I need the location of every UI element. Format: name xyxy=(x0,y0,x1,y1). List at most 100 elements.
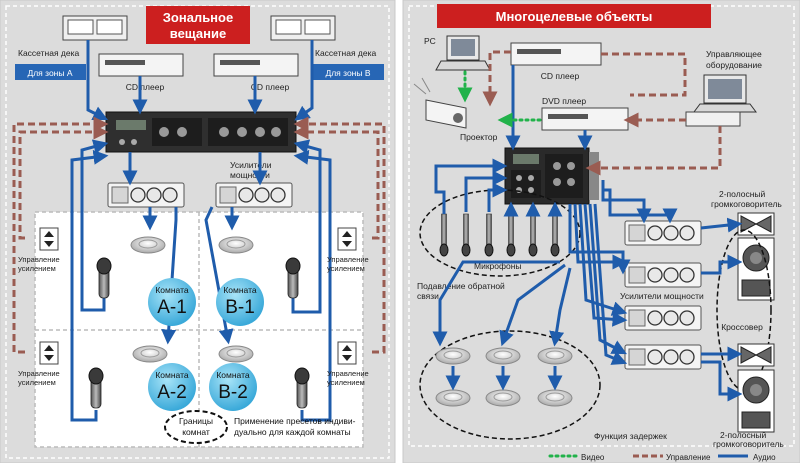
dvd-player xyxy=(541,107,629,131)
room-b2-code: B-2 xyxy=(218,382,248,403)
speaker-bottom-label-line2: громкоговоритель xyxy=(713,439,784,449)
mic-6-icon xyxy=(550,213,560,257)
zonal-title-line1: Зональное xyxy=(163,10,233,25)
zonal-title-box xyxy=(146,6,250,44)
pc-icon xyxy=(435,35,491,71)
gain-control-b2[interactable] xyxy=(337,341,357,365)
speaker-top-label-line2: громкоговоритель xyxy=(711,199,782,209)
woofer-speaker-top xyxy=(737,237,775,301)
laptop-icon xyxy=(693,74,757,113)
delay-speaker-5 xyxy=(485,389,521,407)
room-badge-a2: Комната A-2 xyxy=(148,363,196,411)
gain-a1-label-line1: Управление xyxy=(18,255,60,264)
room-b1-word: Комната xyxy=(223,285,257,295)
room-badge-b2: Комната B-2 xyxy=(209,363,257,411)
horn-speaker-bottom xyxy=(737,343,775,367)
amps-multi-label: Усилители мощности xyxy=(620,291,704,301)
gain-control-a1[interactable] xyxy=(39,227,59,251)
cd-player-multi xyxy=(510,42,602,66)
woofer-speaker-bottom xyxy=(737,369,775,433)
cd-multi-label: CD плеер xyxy=(541,71,580,81)
multipurpose-video-lines xyxy=(457,70,542,128)
feedback-label-line2: связи xyxy=(417,291,439,301)
amp-4 xyxy=(624,344,702,370)
gain-b1-label-line1: Управление xyxy=(327,255,369,264)
zonal-title-line2: вещание xyxy=(170,26,226,41)
legend-video-label: Видео xyxy=(581,453,605,462)
multipurpose-mixer xyxy=(504,147,590,205)
multipurpose-audio-lines xyxy=(432,65,743,402)
zone-b-label: Для зоны В xyxy=(325,68,370,78)
room-a1-word: Комната xyxy=(155,285,189,295)
zonal-amps-label-line1: Усилители xyxy=(230,160,272,170)
zone-b-badge xyxy=(313,64,384,80)
zonal-mixer xyxy=(105,111,297,153)
mic-1-icon xyxy=(439,213,449,257)
multipurpose-title: Многоцелевые объекты xyxy=(496,9,653,24)
gain-control-b1[interactable] xyxy=(337,227,357,251)
zone-a-label: Для зоны А xyxy=(27,68,72,78)
microphones-label: Микрофоны xyxy=(474,261,522,271)
control-label-line2: оборудование xyxy=(706,60,762,70)
projector-icon xyxy=(413,77,467,129)
gain-a2-label-line1: Управление xyxy=(18,369,60,378)
cd-player-right xyxy=(213,53,299,77)
mic-b2-icon xyxy=(294,367,310,409)
gain-b2-label-line2: усилением xyxy=(327,378,365,387)
crossover-label: Кроссовер xyxy=(721,322,763,332)
room-areas xyxy=(34,211,364,448)
delay-label: Функция задержек xyxy=(594,431,667,441)
cassette-left-label: Кассетная дека xyxy=(18,48,79,58)
multipurpose-control-lines xyxy=(482,50,722,176)
room-badge-b1: Комната B-1 xyxy=(216,278,264,326)
gain-a1-label-line2: усилением xyxy=(18,264,56,273)
microphones-group-outline xyxy=(419,189,581,277)
delay-speaker-6 xyxy=(537,389,573,407)
boundary-label-line1: Границы xyxy=(179,416,213,426)
preset-label-line2: дуально для каждой комнаты xyxy=(234,427,351,437)
room-b2-word: Комната xyxy=(216,370,250,380)
delay-speaker-4 xyxy=(435,389,471,407)
control-label-line1: Управляющее xyxy=(706,49,762,59)
cd-left-label: CD плеер xyxy=(126,82,165,92)
gain-a2-label-line2: усилением xyxy=(18,378,56,387)
room-b1-code: B-1 xyxy=(225,297,255,318)
room-a2-word: Комната xyxy=(155,370,189,380)
control-unit xyxy=(685,111,741,127)
multipurpose-panel: Многоцелевые объекты PC CD плеер Управля… xyxy=(402,0,800,463)
mic-4-icon xyxy=(506,213,516,257)
zonal-control-lines xyxy=(12,116,386,354)
legend-audio-label: Аудио xyxy=(753,453,776,462)
speaker-top-label-line1: 2-полосный xyxy=(719,189,766,199)
zone-a-badge xyxy=(15,64,86,80)
legend: Видео Управление Аудио xyxy=(548,453,776,462)
pc-label: PC xyxy=(424,36,436,46)
mic-5-icon xyxy=(528,213,538,257)
projector-label: Проектор xyxy=(460,132,498,142)
mic-3-icon xyxy=(484,213,494,257)
zonal-panel: Зональное вещание Кассетная дека Кассетн… xyxy=(0,0,396,463)
amp-right xyxy=(215,182,293,208)
mic-a1-icon xyxy=(96,257,112,299)
preset-label-line1: Применение пресетов индиви- xyxy=(234,416,356,426)
delay-speaker-1 xyxy=(435,347,471,365)
mixer-rack-side xyxy=(589,152,599,200)
ceiling-speaker-b1 xyxy=(218,236,254,254)
mic-a2-icon xyxy=(88,367,104,409)
room-a1-code: A-1 xyxy=(157,297,187,318)
room-a2-code: A-2 xyxy=(157,382,187,403)
ceiling-speaker-a1 xyxy=(130,236,166,254)
mic-2-icon xyxy=(461,213,471,257)
amp-1 xyxy=(624,220,702,246)
cd-player-left xyxy=(98,53,184,77)
horn-speaker-top xyxy=(737,212,775,236)
amp-left xyxy=(107,182,185,208)
gain-control-a2[interactable] xyxy=(39,341,59,365)
zonal-amps-label-line2: мощности xyxy=(230,170,270,180)
zonal-audio-lines xyxy=(70,40,332,422)
cassette-right-label: Кассетная дека xyxy=(315,48,376,58)
gain-b1-label-line2: усилением xyxy=(327,264,365,273)
feedback-label-line1: Подавление обратной xyxy=(417,281,505,291)
amp-3 xyxy=(624,305,702,331)
legend-control-label: Управление xyxy=(666,453,711,462)
